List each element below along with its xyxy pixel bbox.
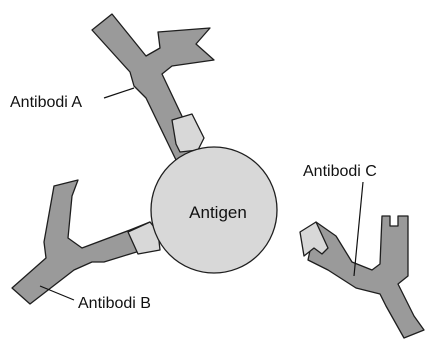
antibody-b-label: Antibodi B [78,295,151,312]
antibody-c [300,216,424,338]
antigen-label: Antigen [189,203,247,222]
antibody-c-label: Antibodi C [303,163,377,180]
antibody-c-leader [354,182,363,276]
antibody-b [12,180,160,304]
antibody-a-leader [104,88,134,98]
antibody-a [92,14,214,160]
antibody-a-label: Antibodi A [10,94,82,111]
